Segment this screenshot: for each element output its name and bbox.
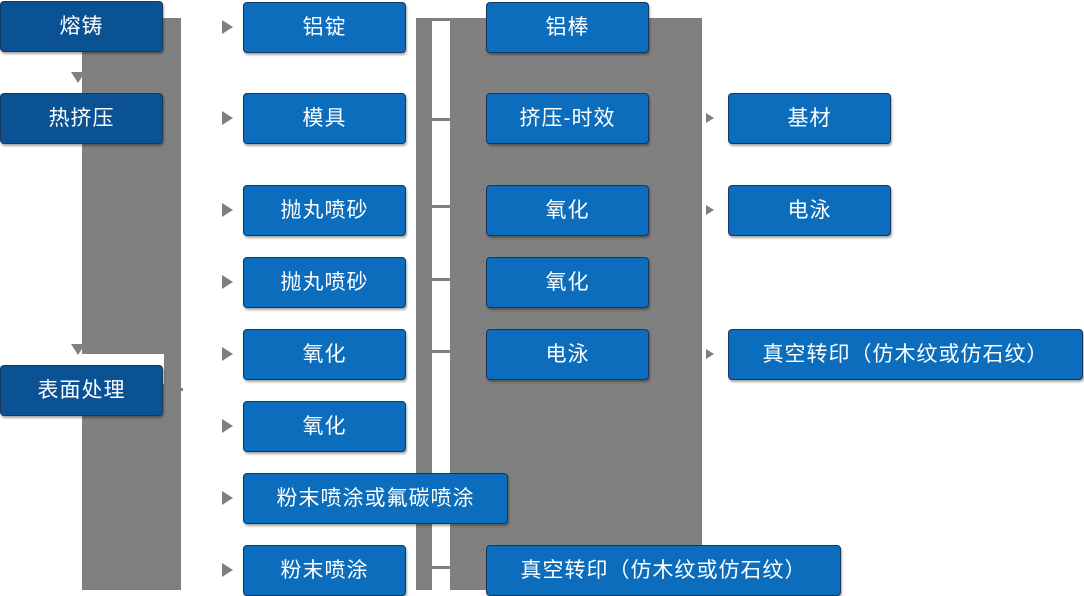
output-box-vacuum-transfer[interactable]: 真空转印（仿木纹或仿石纹） bbox=[728, 329, 1083, 380]
op-box-oxidation-2[interactable]: 氧化 bbox=[243, 401, 406, 452]
op-label-shotblast-1: 抛丸喷砂 bbox=[280, 199, 369, 222]
connector-gap-mid-3 bbox=[434, 208, 448, 278]
op-box-powder-fluoro[interactable]: 粉末喷涂或氟碳喷涂 bbox=[243, 473, 508, 524]
connector-tick-2 bbox=[432, 118, 450, 121]
op-label-shotblast-2: 抛丸喷砂 bbox=[280, 271, 369, 294]
op-box-mold[interactable]: 模具 bbox=[243, 93, 406, 144]
arrow-to-op-ingot bbox=[222, 20, 233, 34]
op-box-powder[interactable]: 粉末喷涂 bbox=[243, 545, 406, 596]
connector-gap-mid-5 bbox=[434, 353, 448, 566]
arrow-to-op-oxidation-2 bbox=[222, 419, 233, 433]
op-label-mold: 模具 bbox=[302, 107, 347, 130]
treatment-label-oxidation-1: 氧化 bbox=[545, 199, 590, 222]
output-box-electrophoresis[interactable]: 电泳 bbox=[728, 185, 891, 236]
stage-label-extrude: 热挤压 bbox=[48, 107, 115, 130]
stage-label-surface: 表面处理 bbox=[37, 379, 126, 402]
connector-gap-mid-upper bbox=[434, 21, 448, 118]
stage-box-melting[interactable]: 熔铸 bbox=[0, 1, 163, 52]
treatment-box-oxidation-1[interactable]: 氧化 bbox=[486, 185, 649, 236]
output-box-base-material[interactable]: 基材 bbox=[728, 93, 891, 144]
arrow-to-out-electro bbox=[706, 205, 714, 215]
arrow-to-op-powder-fluoro bbox=[222, 491, 233, 505]
connector-tick-5 bbox=[432, 350, 450, 353]
output-label-electrophoresis: 电泳 bbox=[787, 199, 832, 222]
connector-bar-mid bbox=[416, 18, 432, 590]
stage-box-extrude[interactable]: 热挤压 bbox=[0, 93, 163, 144]
stage-box-surface[interactable]: 表面处理 bbox=[0, 365, 163, 416]
op-box-ingot[interactable]: 铝锭 bbox=[243, 2, 406, 53]
output-label-vacuum-transfer: 真空转印（仿木纹或仿石纹） bbox=[762, 343, 1049, 366]
op-label-oxidation-1: 氧化 bbox=[302, 343, 347, 366]
op-label-powder: 粉末喷涂 bbox=[280, 559, 369, 582]
arrow-down-melting-to-extrude bbox=[71, 72, 85, 83]
op-label-powder-fluoro: 粉末喷涂或氟碳喷涂 bbox=[276, 487, 475, 510]
arrow-to-op-mold bbox=[222, 111, 233, 125]
arrow-to-op-shotblast-1 bbox=[222, 203, 233, 217]
treatment-label-electrophoresis: 电泳 bbox=[545, 343, 590, 366]
stage-label-melting: 熔铸 bbox=[59, 15, 104, 38]
treatment-box-electrophoresis[interactable]: 电泳 bbox=[486, 329, 649, 380]
arrow-to-out-vacuum bbox=[706, 349, 714, 359]
treatment-label-oxidation-2: 氧化 bbox=[545, 271, 590, 294]
connector-tick-4 bbox=[432, 278, 450, 281]
connector-gap-mid-6 bbox=[434, 569, 448, 593]
arrow-down-to-surface bbox=[71, 344, 85, 355]
arrow-to-op-powder bbox=[222, 563, 233, 577]
treatment-label-extrude-age: 挤压-时效 bbox=[519, 107, 616, 130]
treatment-box-bar[interactable]: 铝棒 bbox=[486, 2, 649, 53]
op-box-oxidation-1[interactable]: 氧化 bbox=[243, 329, 406, 380]
op-box-shotblast-1[interactable]: 抛丸喷砂 bbox=[243, 185, 406, 236]
op-label-ingot: 铝锭 bbox=[302, 16, 347, 39]
treatment-box-oxidation-2[interactable]: 氧化 bbox=[486, 257, 649, 308]
arrow-to-op-shotblast-2 bbox=[222, 275, 233, 289]
connector-tick-3 bbox=[432, 205, 450, 208]
op-label-oxidation-2: 氧化 bbox=[302, 415, 347, 438]
arrow-to-op-oxidation-1 bbox=[222, 347, 233, 361]
connector-gap-mid-4 bbox=[434, 281, 448, 350]
output-label-base-material: 基材 bbox=[787, 107, 832, 130]
connector-tick-1 bbox=[432, 18, 450, 21]
connector-tick-6 bbox=[432, 566, 450, 569]
connector-gap-mid-2 bbox=[434, 121, 448, 205]
treatment-box-extrude-age[interactable]: 挤压-时效 bbox=[486, 93, 649, 144]
connector-stem-surface bbox=[163, 388, 183, 391]
treatment-box-vacuum-transfer[interactable]: 真空转印（仿木纹或仿石纹） bbox=[486, 545, 841, 596]
treatment-label-bar: 铝棒 bbox=[545, 16, 590, 39]
op-box-shotblast-2[interactable]: 抛丸喷砂 bbox=[243, 257, 406, 308]
treatment-label-vacuum-transfer: 真空转印（仿木纹或仿石纹） bbox=[520, 559, 807, 582]
arrow-to-out-base bbox=[706, 113, 714, 123]
